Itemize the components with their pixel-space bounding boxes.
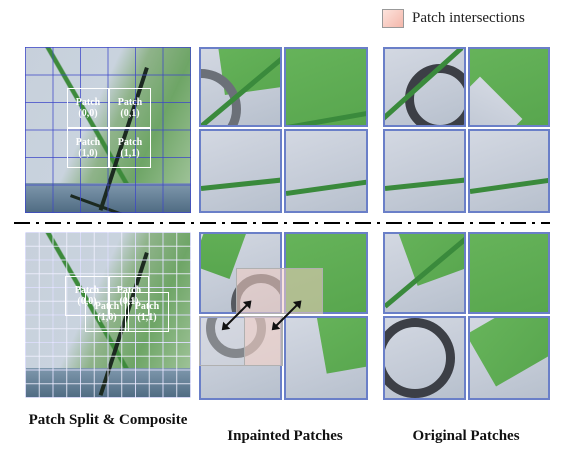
row-separator (14, 222, 550, 224)
patch-label-0-0: Patch(0,0) (67, 88, 109, 128)
caption-inpainted: Inpainted Patches (227, 428, 343, 444)
caption-patch-split: Patch Split & Composite (28, 412, 188, 428)
inpainted-patch-top-1-1 (284, 129, 368, 213)
original-patch-top-1-0 (383, 129, 466, 213)
patch-label-1-0: Patch(1,0) (67, 128, 109, 168)
patch-label-1-1: Patch(1,1) (125, 292, 169, 332)
inpainted-patch-bottom-1-1 (284, 316, 368, 400)
caption-original: Original Patches (412, 428, 520, 444)
patch-label-1-0: Patch(1,0) (85, 292, 129, 332)
intersection-legend-swatch (382, 9, 404, 28)
patch-label-1-1: Patch(1,1) (109, 128, 151, 168)
inpainted-patch-top-1-0 (199, 129, 282, 213)
patch-label-0-1: Patch(0,1) (109, 88, 151, 128)
original-patch-top-0-0 (383, 47, 466, 127)
original-patch-top-1-1 (468, 129, 550, 213)
split-image-bottom: Patch(0,0) Patch(0,1) Patch(1,0) Patch(1… (25, 232, 191, 398)
intersection-overlay-top (236, 268, 323, 314)
inpainted-patch-top-0-1 (284, 47, 368, 127)
original-patch-top-0-1 (468, 47, 550, 127)
patch-label-0-0: Patch(0,0) (65, 276, 109, 316)
intersection-legend-label: Patch intersections (412, 10, 525, 26)
split-image-top: Patch(0,0) Patch(0,1) Patch(1,0) Patch(1… (25, 47, 191, 213)
original-patch-bottom-1-0 (383, 316, 466, 400)
inpainted-patch-top-0-0 (199, 47, 282, 127)
original-patch-bottom-0-0 (383, 232, 466, 314)
original-patch-bottom-1-1 (468, 316, 550, 400)
original-patch-bottom-0-1 (468, 232, 550, 314)
